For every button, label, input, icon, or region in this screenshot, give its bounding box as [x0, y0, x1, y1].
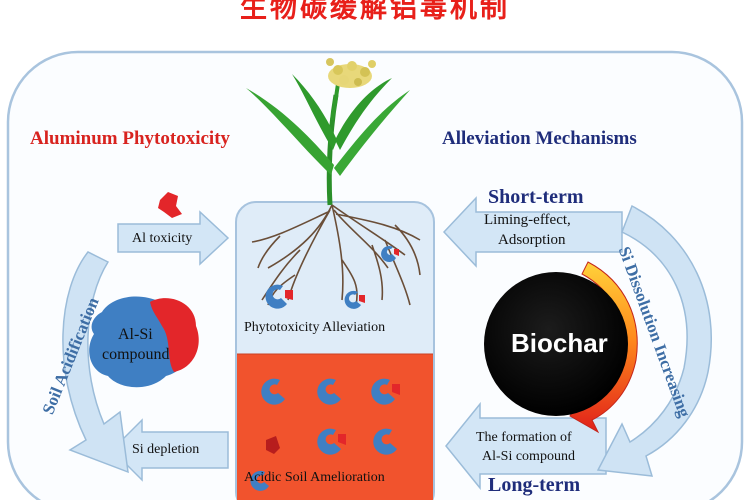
al-toxicity-arrow: [117, 210, 230, 266]
biochar-disc: [484, 261, 638, 434]
plant-shoot: [246, 58, 410, 206]
soil-acidification-arrow: [62, 251, 129, 474]
acidic-soil-amelioration-label: Acidic Soil Amelioration: [244, 470, 385, 485]
soil-al-si-symbols: [250, 378, 400, 491]
al-toxicity-label: Al toxicity: [132, 231, 193, 246]
alleviation-mechanisms-heading: Alleviation Mechanisms: [442, 128, 637, 149]
liming-effect-label: Liming-effect,: [484, 212, 571, 228]
soil-pot: [235, 201, 435, 500]
al-si-compound-shape: [89, 296, 199, 388]
long-term-arrow: [445, 401, 607, 491]
si-depletion-label: Si depletion: [132, 442, 200, 457]
aluminum-phytotoxicity-heading: Aluminum Phytotoxicity: [30, 128, 231, 149]
formation-label-line2: Al-Si compound: [482, 449, 575, 464]
al-si-compound-label-line1: Al-Si: [118, 326, 153, 343]
si-dissolution-arrow: [596, 204, 712, 477]
phytotoxicity-alleviation-label: Phytotoxicity Alleviation: [244, 320, 386, 335]
al-ion-icon: [158, 192, 182, 218]
formation-label-line1: The formation of: [476, 430, 572, 445]
al-si-compound-label-line2: compound: [102, 346, 170, 363]
root-al-si-symbols: [265, 245, 399, 309]
long-term-label: Long-term: [488, 474, 581, 496]
adsorption-label: Adsorption: [498, 232, 566, 248]
biochar-label: Biochar: [511, 328, 608, 358]
plant-roots: [251, 204, 421, 306]
short-term-label: Short-term: [488, 186, 584, 208]
short-term-arrow: [442, 196, 623, 268]
page-title: 生物碳缓解铝毒机制: [240, 0, 510, 24]
